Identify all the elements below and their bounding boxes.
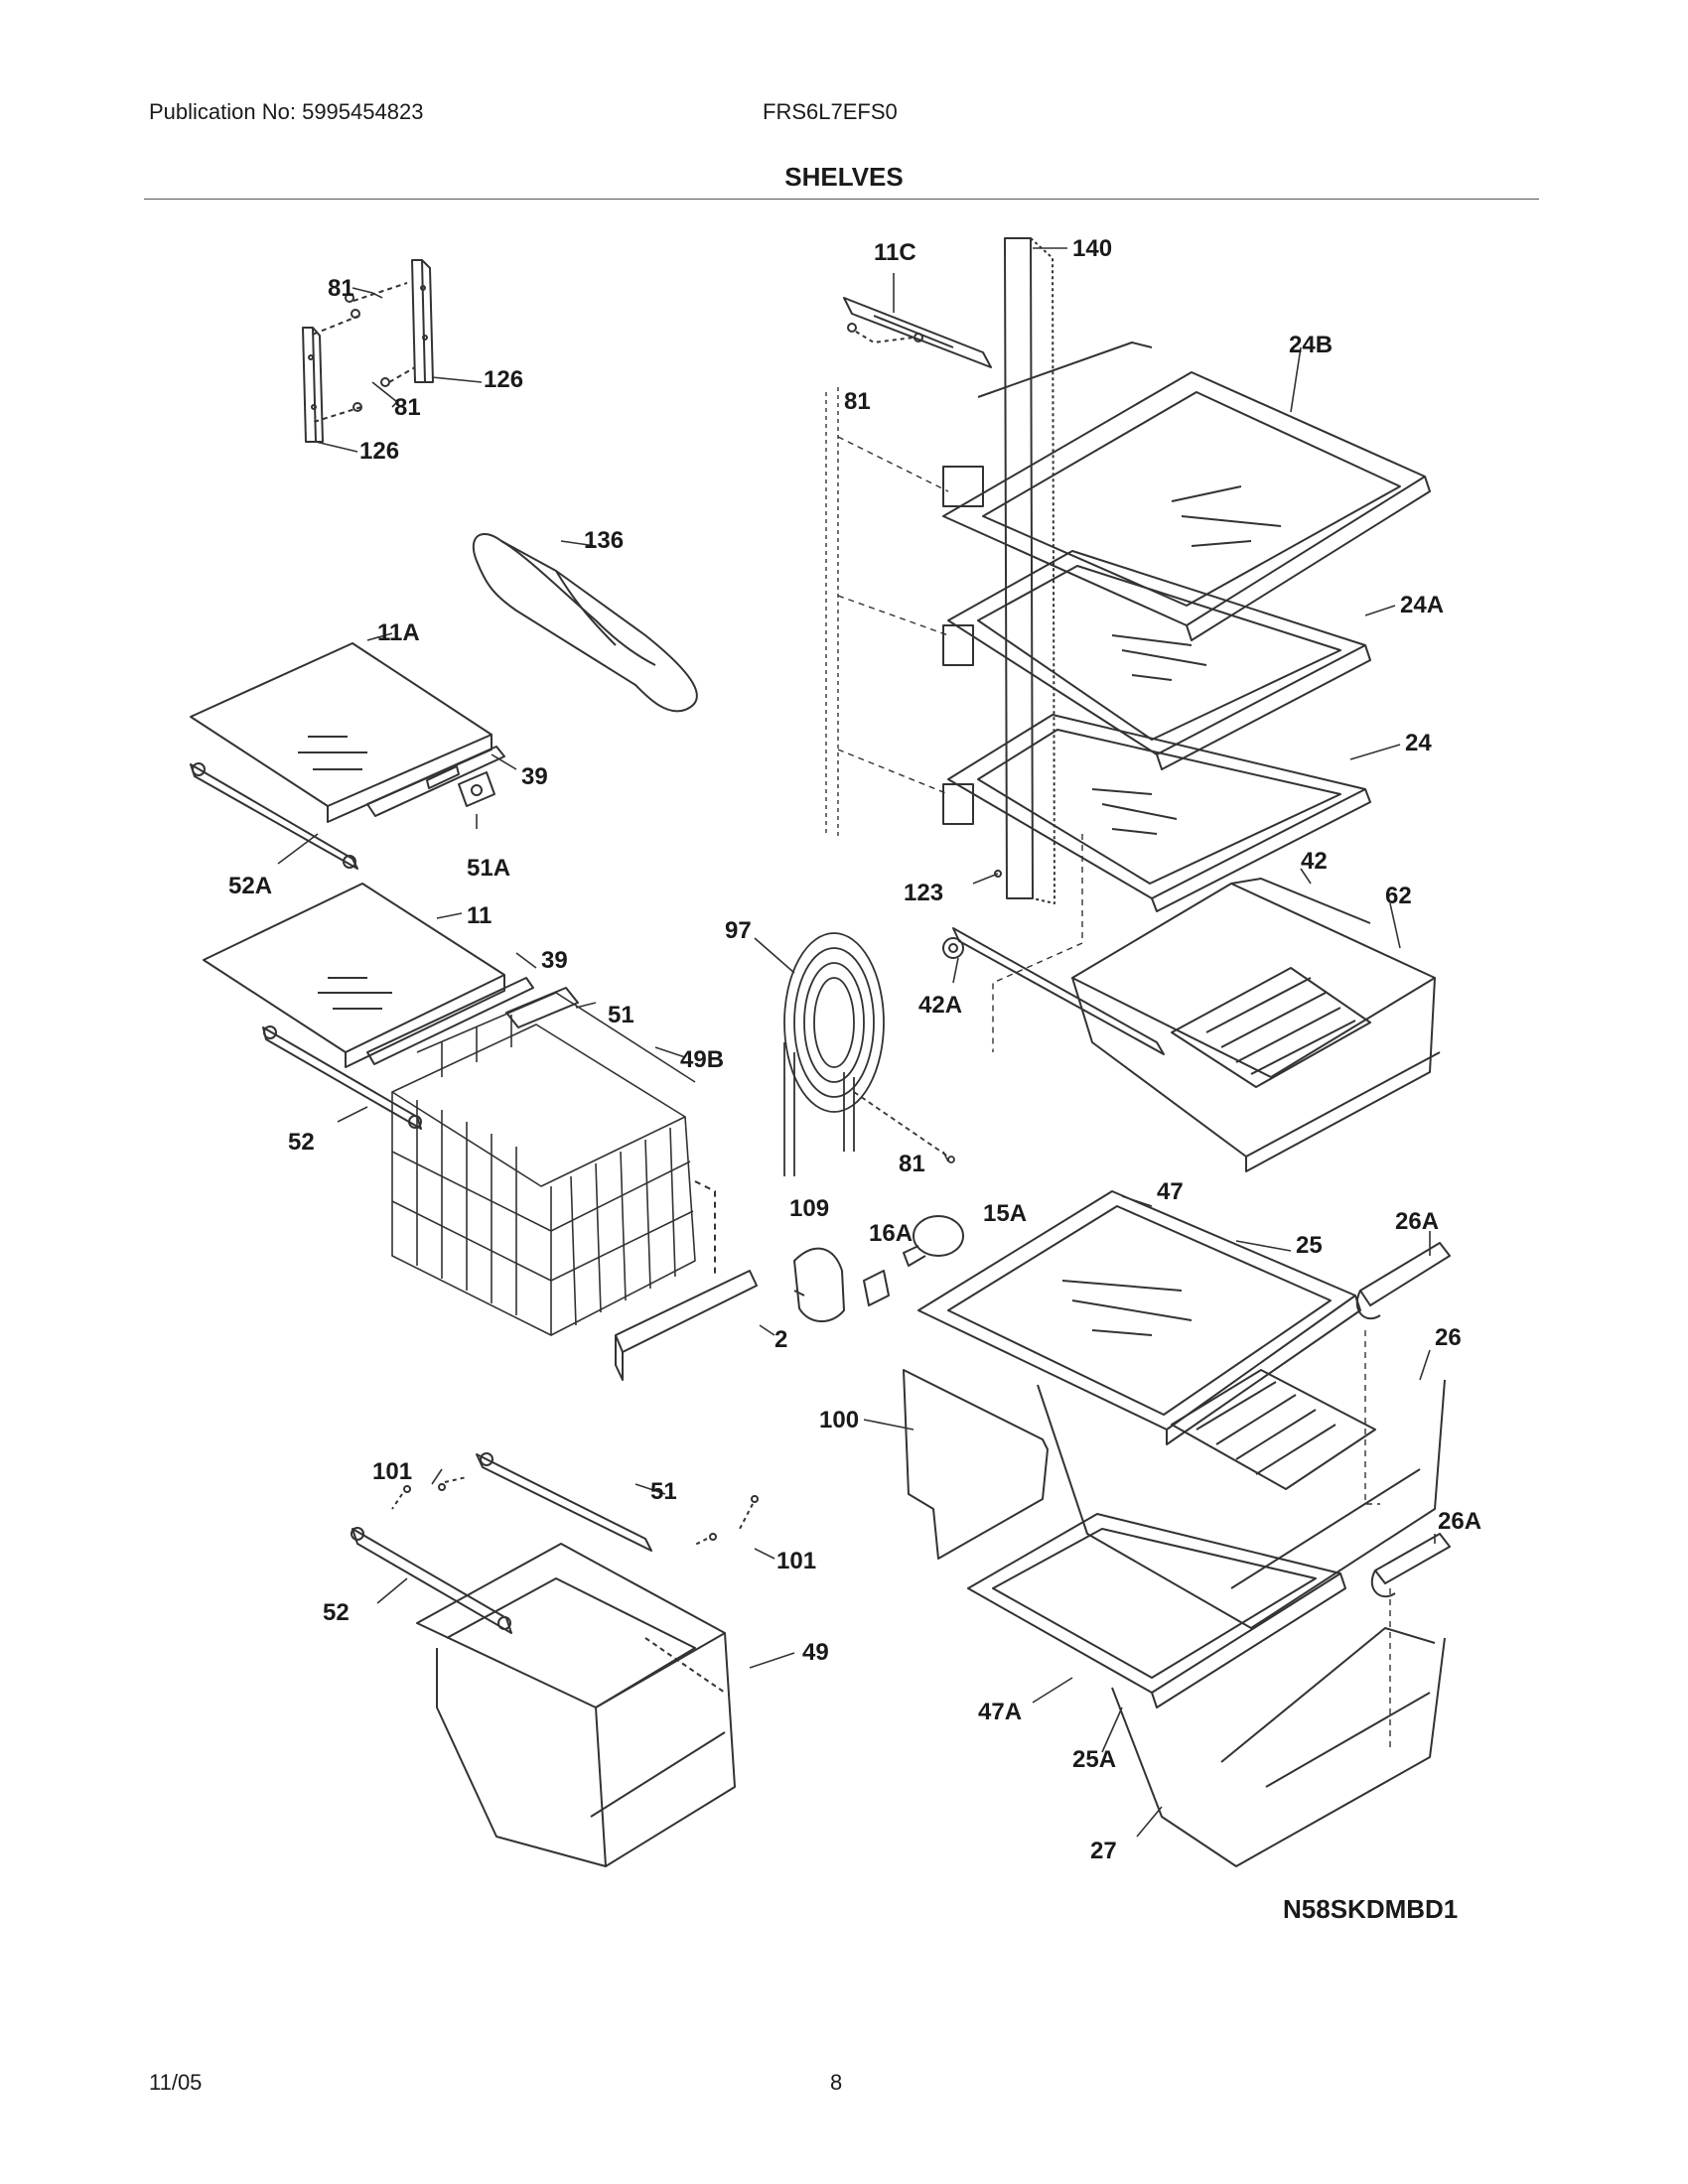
part-27-crisper-drawer: [1111, 1627, 1446, 1867]
part-42-drawer-cover: [1071, 878, 1436, 1078]
part-24a-glass-shelf: [942, 550, 1371, 770]
screws-81-top-left: [309, 282, 416, 423]
callout-52c: 52: [323, 1599, 350, 1626]
part-24-glass-shelf: [942, 714, 1371, 912]
callout-51c: 51: [650, 1478, 677, 1505]
callout-97: 97: [725, 917, 752, 944]
callout-81a: 81: [328, 275, 354, 302]
part-51-slide-rail-upper: [505, 987, 579, 1028]
callout-101a: 101: [372, 1458, 412, 1485]
part-109-lamp-shield: [793, 1247, 845, 1322]
callout-11a: 11A: [377, 619, 420, 646]
callout-140: 140: [1072, 235, 1112, 262]
callout-26a1: 26A: [1395, 1208, 1439, 1235]
callout-49: 49: [802, 1639, 829, 1666]
section-title: SHELVES: [784, 162, 904, 192]
part-49b-wire-basket: [391, 992, 696, 1336]
callout-16a: 16A: [869, 1220, 913, 1247]
publication-number: Publication No: 5995454823: [149, 99, 424, 124]
callout-52b: 52: [288, 1129, 315, 1156]
part-47a-25a-glass-cover: [967, 1513, 1346, 1708]
page-number: 8: [830, 2070, 843, 2095]
callout-100: 100: [819, 1407, 859, 1433]
callout-62: 62: [1385, 883, 1412, 909]
screws-101: [391, 1476, 759, 1546]
part-140-vertical-rail: [1004, 237, 1055, 904]
callout-42a: 42A: [918, 992, 962, 1019]
callout-24a: 24A: [1400, 592, 1444, 618]
callout-25: 25: [1296, 1232, 1323, 1259]
callout-51b: 51: [608, 1002, 634, 1028]
part-52-slide-rail-upper: [262, 1025, 422, 1130]
part-39-front-trim-lower: [366, 977, 534, 1065]
part-51-slide-rail-lower: [476, 1452, 652, 1552]
callout-24b: 24B: [1289, 332, 1333, 358]
callout-26a2: 26A: [1438, 1508, 1481, 1535]
bracket-126-lower: [302, 327, 324, 443]
callout-101b: 101: [776, 1548, 816, 1574]
part-26-crisper-drawer: [1037, 1369, 1446, 1629]
part-52a-slide-rail: [190, 762, 358, 870]
callout-39a: 39: [521, 763, 548, 790]
header-rule: [144, 199, 1539, 200]
callout-27: 27: [1090, 1838, 1117, 1864]
callout-109: 109: [789, 1195, 829, 1222]
part-11c-shelf-bracket: [843, 297, 992, 368]
part-52-slide-rail-lower: [351, 1527, 512, 1634]
part-97-heater-coil: [783, 932, 955, 1176]
part-51a-slide-clip: [458, 771, 495, 807]
part-100-divider-panel: [903, 1369, 1049, 1560]
part-11a-glass-shelf: [190, 642, 492, 823]
callout-11: 11: [467, 902, 492, 929]
callout-51a: 51A: [467, 855, 510, 882]
part-11-glass-shelf: [203, 883, 505, 1068]
callout-81b: 81: [394, 394, 421, 421]
part-39-front-trim-upper: [366, 746, 505, 817]
callout-42: 42: [1301, 848, 1328, 875]
bracket-126-upper: [411, 259, 434, 383]
callout-47: 47: [1157, 1178, 1184, 1205]
part-49-freezer-bin: [416, 1543, 736, 1867]
part-42a-drawer-slide: [942, 927, 1165, 1055]
callout-47a: 47A: [978, 1699, 1022, 1725]
callout-123: 123: [904, 880, 943, 906]
part-24b-glass-shelf: [942, 341, 1431, 641]
part-136-duct-cover: [472, 532, 698, 713]
part-47-25-glass-cover: [917, 1190, 1361, 1445]
part-2-trim-strip: [615, 1180, 758, 1381]
callout-15a: 15A: [983, 1200, 1027, 1227]
part-15a-light-bulb: [903, 1215, 964, 1267]
callout-49b: 49B: [680, 1046, 724, 1073]
callout-24: 24: [1405, 730, 1432, 756]
model-number: FRS6L7EFS0: [763, 99, 898, 124]
dashed-guide-26: [1364, 1330, 1391, 1747]
part-26a-drawer-bracket-lower: [1370, 1533, 1451, 1598]
callout-81d: 81: [899, 1151, 925, 1177]
diagram-code: N58SKDMBD1: [1283, 1894, 1459, 1924]
callout-39b: 39: [541, 947, 568, 974]
callout-126a: 126: [484, 366, 523, 393]
callout-52a: 52A: [228, 873, 272, 899]
callout-26: 26: [1435, 1324, 1462, 1351]
callout-2: 2: [774, 1326, 787, 1353]
callout-81c: 81: [844, 388, 871, 415]
callout-25a: 25A: [1072, 1746, 1116, 1773]
dashed-guide-left: [825, 387, 839, 839]
callout-126b: 126: [359, 438, 399, 465]
callout-11c: 11C: [874, 239, 916, 266]
part-62-crisper-drawer: [1071, 967, 1441, 1172]
part-26a-drawer-bracket-upper: [1355, 1242, 1451, 1320]
footer-date: 11/05: [149, 2070, 203, 2095]
callout-136: 136: [584, 527, 624, 554]
part-16a-lamp-socket: [863, 1270, 890, 1306]
dashed-guides-shelves: [837, 436, 1083, 1052]
